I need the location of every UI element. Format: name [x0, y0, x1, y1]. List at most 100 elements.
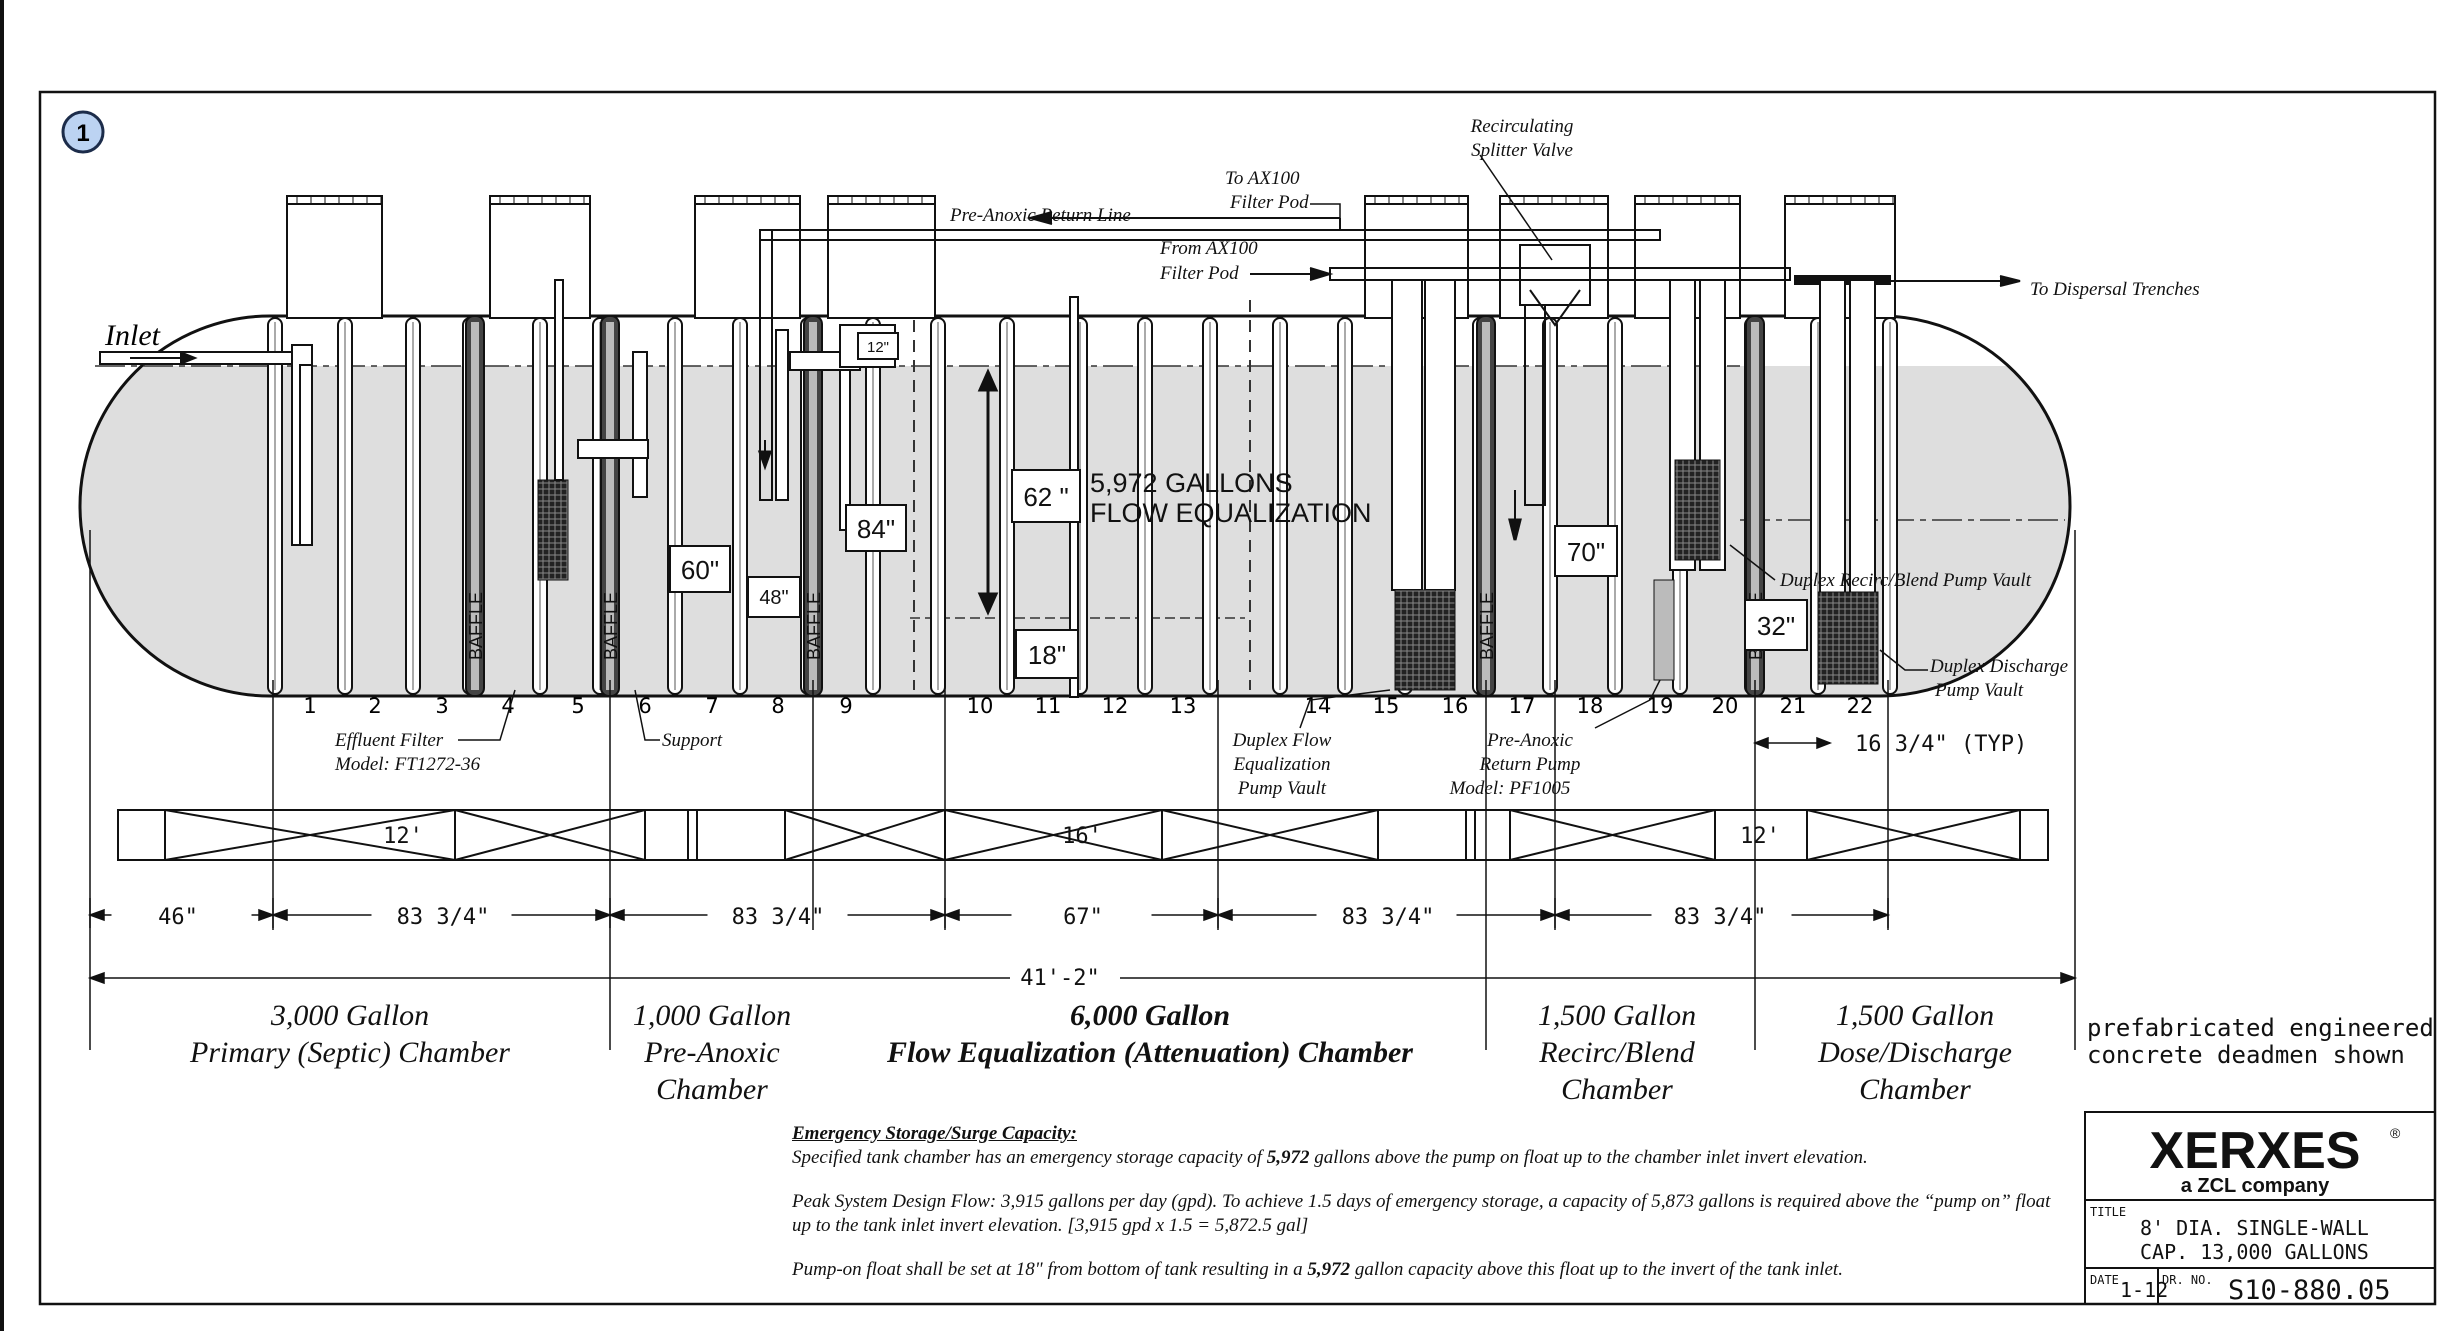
rib-number: 17 — [1509, 694, 1536, 718]
rib-number: 2 — [368, 694, 381, 718]
rib — [337, 317, 353, 695]
svg-text:1: 1 — [76, 120, 89, 147]
rib — [1337, 317, 1353, 695]
baffle: BAFFLE — [803, 315, 824, 697]
baffle-label: BAFFLE — [601, 592, 621, 660]
svg-text:84": 84" — [857, 514, 895, 544]
svg-text:Dose/Discharge: Dose/Discharge — [1817, 1036, 2012, 1069]
notes-p3-b: 5,972 — [1307, 1259, 1351, 1280]
dimension-labels: 46" 83 3/4" 83 3/4" 67" 83 3/4" 83 3/4" … — [158, 905, 1766, 991]
svg-text:Return Pump: Return Pump — [1479, 754, 1581, 775]
rib-number: 21 — [1780, 694, 1807, 718]
notes-p1-b: 5,972 — [1266, 1147, 1310, 1168]
rib-number: 11 — [1035, 694, 1062, 718]
svg-text:12": 12" — [867, 339, 889, 356]
level-box-48: 48" — [747, 576, 801, 618]
svg-text:To AX100: To AX100 — [1225, 168, 1300, 189]
svg-text:16 3/4" (TYP): 16 3/4" (TYP) — [1855, 732, 2027, 757]
rib — [1137, 317, 1153, 695]
svg-text:DR. NO.: DR. NO. — [2162, 1273, 2213, 1287]
deadmen-labels: 12' 16' 12' — [383, 824, 1780, 849]
manway-risers — [286, 195, 1896, 319]
svg-text:67": 67" — [1063, 905, 1103, 930]
flow-eq-label: 5,972 GALLONS FLOW EQUALIZATION — [1090, 468, 1372, 528]
baffle-label: BAFFLE — [804, 592, 824, 660]
svg-text:Model: FT1272-36: Model: FT1272-36 — [334, 754, 481, 775]
rib — [1272, 317, 1288, 695]
svg-text:12': 12' — [1740, 824, 1780, 849]
rib-number: 3 — [435, 694, 448, 718]
svg-text:83 3/4": 83 3/4" — [1674, 905, 1767, 930]
rib-number: 10 — [967, 694, 994, 718]
notes-p3-c: gallon capacity above this float up to t… — [1350, 1259, 1843, 1280]
rib — [999, 317, 1015, 695]
notes-paragraph-1: Specified tank chamber has an emergency … — [792, 1146, 2072, 1170]
svg-text:prefabricated engineered: prefabricated engineered — [2087, 1014, 2434, 1042]
baffle: BAFFLE — [1476, 315, 1497, 697]
left-edge-strip — [0, 0, 4, 1331]
dimension-chain — [87, 898, 2078, 985]
svg-text:6,000 Gallon: 6,000 Gallon — [1070, 999, 1230, 1032]
rib-number: 13 — [1170, 694, 1197, 718]
svg-text:Duplex Flow: Duplex Flow — [1232, 730, 1332, 751]
svg-text:32": 32" — [1757, 611, 1795, 641]
svg-text:Duplex Recirc/Blend Pump Vault: Duplex Recirc/Blend Pump Vault — [1779, 570, 2032, 591]
level-box-32: 32" — [1744, 599, 1808, 651]
svg-text:41'-2": 41'-2" — [1020, 966, 1099, 991]
chamber-primary: 3,000 Gallon Primary (Septic) Chamber — [189, 999, 510, 1069]
svg-text:Effluent Filter: Effluent Filter — [334, 730, 444, 751]
svg-text:Chamber: Chamber — [656, 1073, 768, 1106]
level-box-18: 18" — [1015, 629, 1079, 679]
rib-number: 6 — [638, 694, 651, 718]
rib — [732, 317, 748, 695]
svg-text:1,500 Gallon: 1,500 Gallon — [1836, 999, 1994, 1032]
svg-text:Chamber: Chamber — [1561, 1073, 1673, 1106]
level-box-12: 12" — [857, 332, 899, 360]
svg-text:Equalization: Equalization — [1232, 754, 1330, 775]
svg-text:Chamber: Chamber — [1859, 1073, 1971, 1106]
chamber-pre-anoxic: 1,000 Gallon Pre-Anoxic Chamber — [633, 999, 791, 1106]
chamber-flow-eq: 6,000 Gallon Flow Equalization (Attenuat… — [886, 999, 1413, 1069]
svg-text:S10-880.05: S10-880.05 — [2228, 1275, 2391, 1306]
rib-number: 20 — [1712, 694, 1739, 718]
chamber-dose: 1,500 Gallon Dose/Discharge Chamber — [1817, 999, 2012, 1106]
rib-number: 18 — [1577, 694, 1604, 718]
svg-text:FLOW EQUALIZATION: FLOW EQUALIZATION — [1090, 498, 1372, 528]
svg-text:1,000 Gallon: 1,000 Gallon — [633, 999, 791, 1032]
svg-text:8' DIA. SINGLE-WALL: 8' DIA. SINGLE-WALL — [2140, 1216, 2369, 1240]
svg-text:Filter Pod: Filter Pod — [1229, 192, 1309, 213]
rib-number: 5 — [571, 694, 584, 718]
rib-number: 12 — [1102, 694, 1129, 718]
svg-text:To Dispersal Trenches: To Dispersal Trenches — [2030, 279, 2200, 300]
brand-registered: ® — [2390, 1125, 2401, 1141]
svg-text:1,500 Gallon: 1,500 Gallon — [1538, 999, 1696, 1032]
svg-text:83 3/4": 83 3/4" — [1342, 905, 1435, 930]
notes-paragraph-3: Pump-on float shall be set at 18" from b… — [792, 1258, 2072, 1282]
svg-text:Model: PF1005: Model: PF1005 — [1449, 778, 1571, 799]
dashed-zone-lines — [913, 300, 1251, 690]
rib-number: 7 — [705, 694, 718, 718]
chamber-labels: 3,000 Gallon Primary (Septic) Chamber 1,… — [189, 999, 2012, 1106]
baffle-label: BAFFLE — [466, 592, 486, 660]
chamber-recirc: 1,500 Gallon Recirc/Blend Chamber — [1538, 999, 1696, 1106]
rib-number: 8 — [771, 694, 784, 718]
svg-text:From AX100: From AX100 — [1159, 238, 1258, 259]
rib — [267, 317, 283, 695]
svg-text:TITLE: TITLE — [2090, 1205, 2126, 1219]
brand-logo: XERXES — [2150, 1122, 2361, 1180]
top-piping — [759, 211, 2021, 506]
manway-riser — [489, 195, 591, 319]
svg-text:48": 48" — [759, 587, 788, 609]
rib — [930, 317, 946, 695]
svg-text:1-12: 1-12 — [2120, 1278, 2168, 1302]
svg-text:62 ": 62 " — [1023, 482, 1068, 512]
svg-text:18": 18" — [1028, 640, 1066, 670]
rib — [667, 317, 683, 695]
svg-text:Pump Vault: Pump Vault — [1934, 680, 2024, 701]
emergency-storage-notes: Emergency Storage/Surge Capacity: Specif… — [792, 1122, 2072, 1302]
notes-p1-c: gallons above the pump on float up to th… — [1309, 1147, 1868, 1168]
svg-text:Pump Vault: Pump Vault — [1237, 778, 1327, 799]
level-boxes: 60" 48" 84" 62 " 18" 70" 32" 12" — [669, 332, 1808, 679]
manway-riser — [827, 195, 936, 319]
